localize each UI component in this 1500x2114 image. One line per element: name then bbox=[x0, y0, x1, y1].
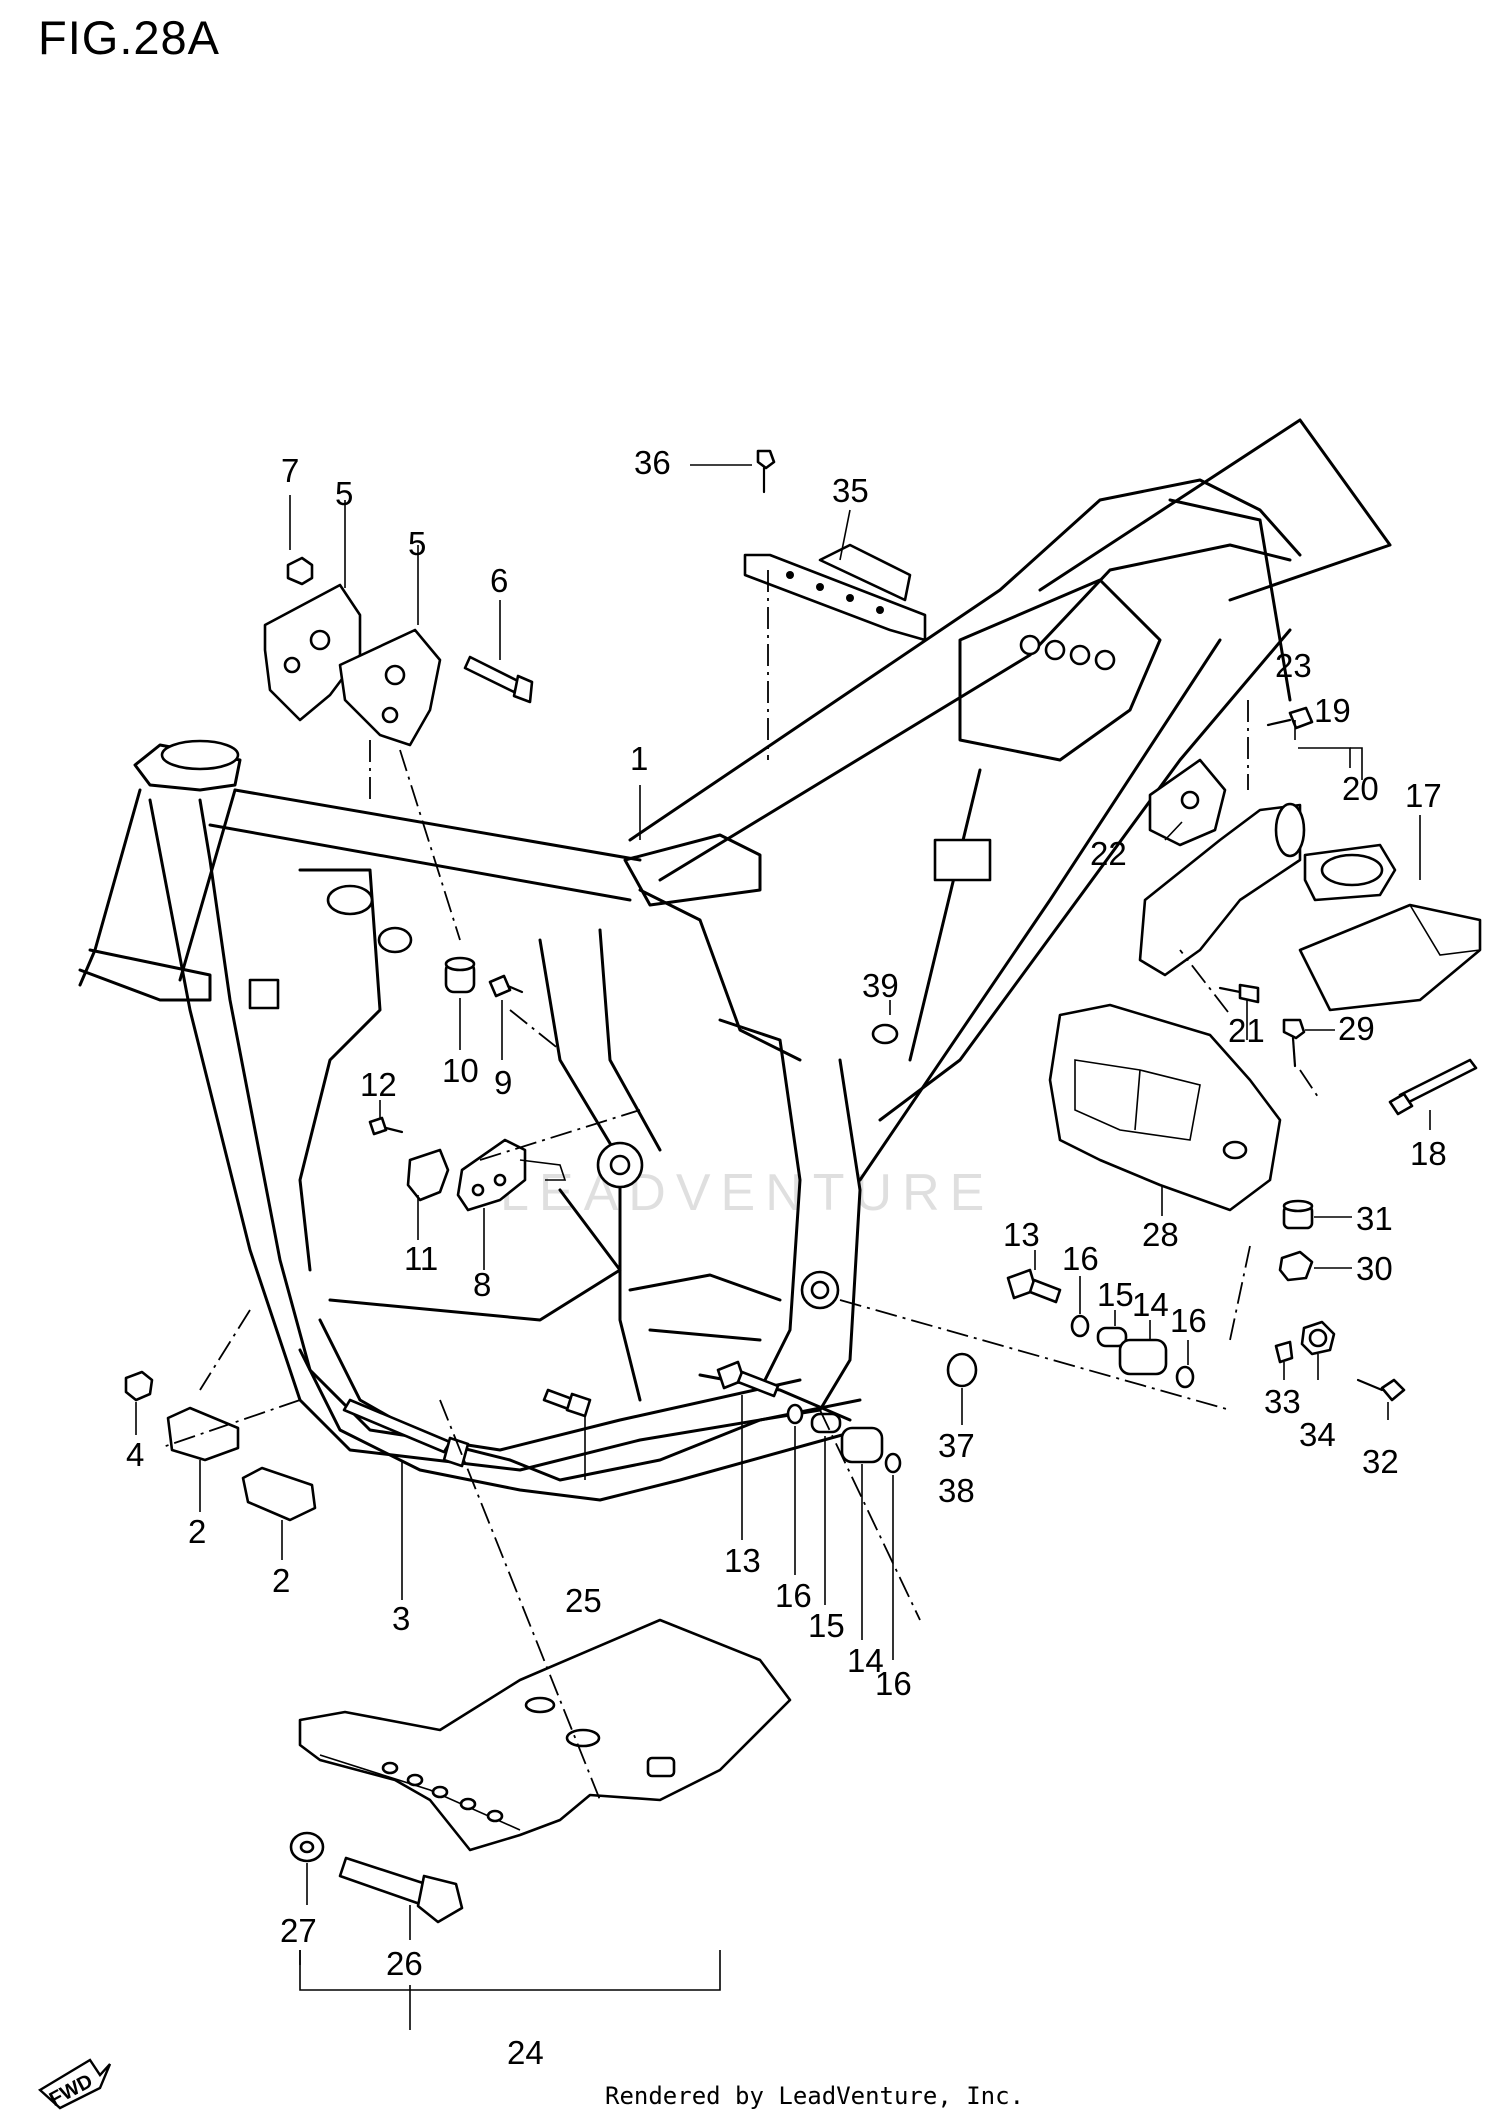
callout-16a: 16 bbox=[1062, 1240, 1099, 1277]
callout-37: 37 bbox=[938, 1427, 975, 1464]
bolt-23-icon bbox=[1288, 706, 1314, 730]
callout-32: 32 bbox=[1362, 1443, 1399, 1480]
main-frame bbox=[78, 418, 1392, 1502]
cap-37-icon bbox=[946, 1352, 978, 1388]
callout-23: 23 bbox=[1275, 647, 1312, 684]
callout-30: 30 bbox=[1356, 1250, 1393, 1287]
bolt-12-icon bbox=[368, 1116, 388, 1136]
washer-16-icon bbox=[1070, 1314, 1090, 1338]
callout-21: 21 bbox=[1228, 1012, 1265, 1049]
callout-9: 9 bbox=[494, 1064, 512, 1101]
callout-34: 34 bbox=[1299, 1416, 1336, 1453]
callout-25: 25 bbox=[565, 1582, 602, 1619]
callout-8: 8 bbox=[473, 1266, 491, 1303]
nut-7-icon bbox=[286, 556, 314, 586]
collar-30-icon bbox=[1278, 1250, 1314, 1282]
bolt-18-icon bbox=[1398, 1058, 1478, 1106]
callout-6: 6 bbox=[490, 562, 508, 599]
callout-16d: 16 bbox=[875, 1665, 912, 1702]
callout-31: 31 bbox=[1356, 1200, 1393, 1237]
watermark-text: LEADVENTURE bbox=[500, 1164, 994, 1222]
figure-title: FIG.28A bbox=[38, 11, 221, 64]
engine-mount-plates bbox=[263, 556, 534, 747]
rear-fender-parts bbox=[1138, 706, 1482, 1116]
seat-rail-bracket bbox=[743, 449, 927, 642]
bolt-6-icon bbox=[463, 655, 522, 694]
washer-16c-icon bbox=[786, 1403, 804, 1425]
callout-2b: 2 bbox=[272, 1562, 290, 1599]
callout-16b: 16 bbox=[1170, 1302, 1207, 1339]
callout-14b: 14 bbox=[847, 1642, 884, 1679]
plug-39-icon bbox=[871, 1023, 899, 1045]
callout-27: 27 bbox=[280, 1912, 317, 1949]
callout-2a: 2 bbox=[188, 1513, 206, 1550]
fwd-badge: FWD bbox=[37, 2058, 112, 2111]
center-small-parts bbox=[368, 956, 899, 1212]
callout-7: 7 bbox=[281, 452, 299, 489]
callout-28: 28 bbox=[1142, 1216, 1179, 1253]
bushing-14b-icon bbox=[840, 1426, 884, 1464]
watermark: LEADVENTURE bbox=[500, 1164, 994, 1222]
skid-plate-parts bbox=[289, 1618, 792, 1924]
callout-20: 20 bbox=[1342, 770, 1379, 807]
plate-2b-icon bbox=[241, 1466, 317, 1522]
bolt-3-icon bbox=[342, 1398, 452, 1454]
bolt-36-icon bbox=[756, 449, 776, 470]
callout-10: 10 bbox=[442, 1052, 479, 1089]
callout-39: 39 bbox=[862, 967, 899, 1004]
callout-1: 1 bbox=[630, 740, 648, 777]
callout-12: 12 bbox=[360, 1066, 397, 1103]
callout-3: 3 bbox=[392, 1600, 410, 1637]
washer-16b-icon bbox=[1175, 1365, 1195, 1389]
callout-13b: 13 bbox=[724, 1542, 761, 1579]
leader-lines bbox=[135, 464, 1431, 2030]
callout-36: 36 bbox=[634, 444, 671, 481]
clip-33-icon bbox=[1274, 1340, 1294, 1364]
alignment-lines bbox=[159, 570, 1321, 1801]
callout-15a: 15 bbox=[1097, 1276, 1134, 1313]
washer-16d-icon bbox=[884, 1452, 902, 1474]
callout-13a: 13 bbox=[1003, 1216, 1040, 1253]
nut-4-icon bbox=[124, 1370, 154, 1402]
callout-35: 35 bbox=[832, 472, 869, 509]
pivot-hardware-bottom bbox=[716, 1360, 902, 1474]
callout-24: 24 bbox=[507, 2034, 544, 2071]
pivot-hardware-right bbox=[946, 1268, 1195, 1389]
footer-credit: Rendered by LeadVenture, Inc. bbox=[605, 2082, 1025, 2110]
bushing-14-icon bbox=[1118, 1338, 1168, 1376]
callout-26: 26 bbox=[386, 1945, 423, 1982]
bolt-32-icon bbox=[1380, 1378, 1406, 1402]
bolt-26-icon bbox=[338, 1856, 428, 1906]
clamp-11-icon bbox=[406, 1148, 450, 1202]
skid-plate bbox=[298, 1618, 792, 1852]
callout-19: 19 bbox=[1314, 692, 1351, 729]
callout-5b: 5 bbox=[408, 525, 426, 562]
bolt-29-icon bbox=[1282, 1018, 1306, 1040]
callout-5a: 5 bbox=[335, 475, 353, 512]
callout-38: 38 bbox=[938, 1472, 975, 1509]
callout-4: 4 bbox=[126, 1436, 144, 1473]
side-cover-parts bbox=[1048, 1003, 1406, 1402]
bolt-21-icon bbox=[1238, 983, 1260, 1004]
callout-15b: 15 bbox=[808, 1607, 845, 1644]
callout-17: 17 bbox=[1405, 777, 1442, 814]
callout-16c: 16 bbox=[775, 1577, 812, 1614]
callout-33: 33 bbox=[1264, 1383, 1301, 1420]
callout-22: 22 bbox=[1090, 835, 1127, 872]
spacer-15-icon bbox=[1096, 1326, 1128, 1348]
callout-11: 11 bbox=[404, 1240, 438, 1277]
callout-14a: 14 bbox=[1132, 1286, 1169, 1323]
bolt-9-icon bbox=[488, 974, 512, 998]
callout-29: 29 bbox=[1338, 1010, 1375, 1047]
callout-labels: 7 5 5 6 36 35 1 23 19 20 17 22 21 29 18 … bbox=[126, 444, 1447, 2071]
callout-18: 18 bbox=[1410, 1135, 1447, 1172]
